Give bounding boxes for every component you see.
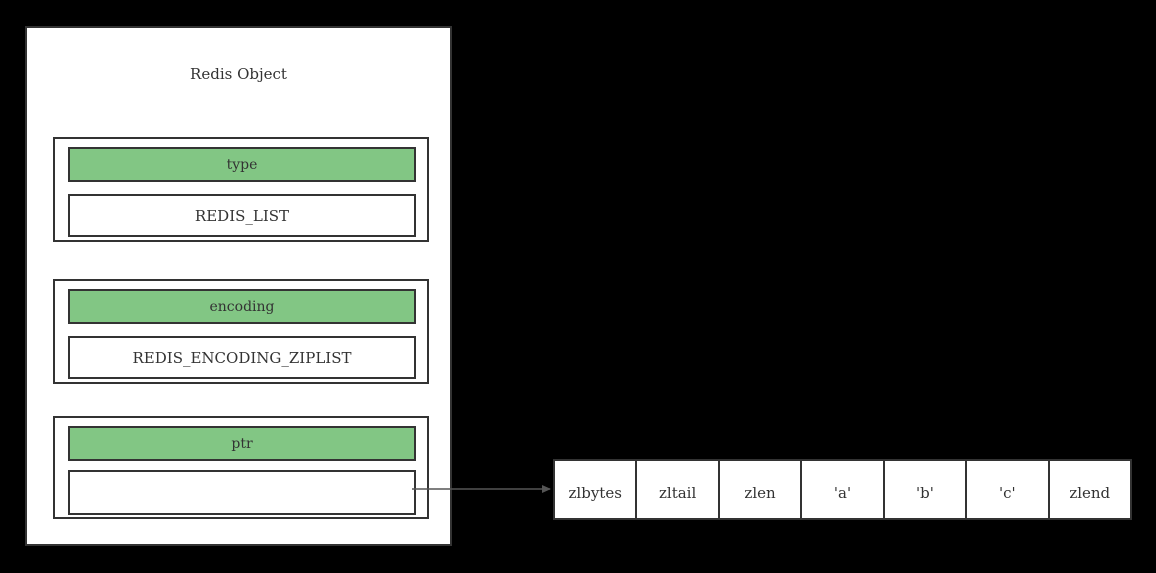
ziplist-cell-entry-c: 'c' — [967, 461, 1050, 518]
redis-object-panel: Redis Object type REDIS_LIST encoding RE… — [25, 26, 452, 546]
ptr-to-ziplist-arrow — [412, 485, 551, 493]
ziplist-cell-zlen: zlen — [720, 461, 803, 518]
field-value-type: REDIS_LIST — [68, 194, 416, 237]
field-value-encoding: REDIS_ENCODING_ZIPLIST — [68, 336, 416, 379]
field-group-type: type REDIS_LIST — [53, 137, 429, 242]
ziplist-cell-zltail: zltail — [637, 461, 720, 518]
ziplist-cell-entry-b: 'b' — [885, 461, 968, 518]
ziplist-cell-entry-a: 'a' — [802, 461, 885, 518]
field-label-encoding: encoding — [68, 289, 416, 324]
field-value-ptr — [68, 470, 416, 515]
field-group-ptr: ptr — [53, 416, 429, 519]
field-group-encoding: encoding REDIS_ENCODING_ZIPLIST — [53, 279, 429, 384]
field-label-ptr: ptr — [68, 426, 416, 461]
ziplist-cell-zlend: zlend — [1069, 483, 1111, 502]
field-label-type: type — [68, 147, 416, 182]
ziplist-cell-zlbytes: zlbytes — [555, 461, 638, 518]
ziplist-table: zlbytes zltail zlen 'a' 'b' 'c' zlend — [553, 459, 1132, 520]
page-title: Redis Object — [190, 65, 287, 83]
